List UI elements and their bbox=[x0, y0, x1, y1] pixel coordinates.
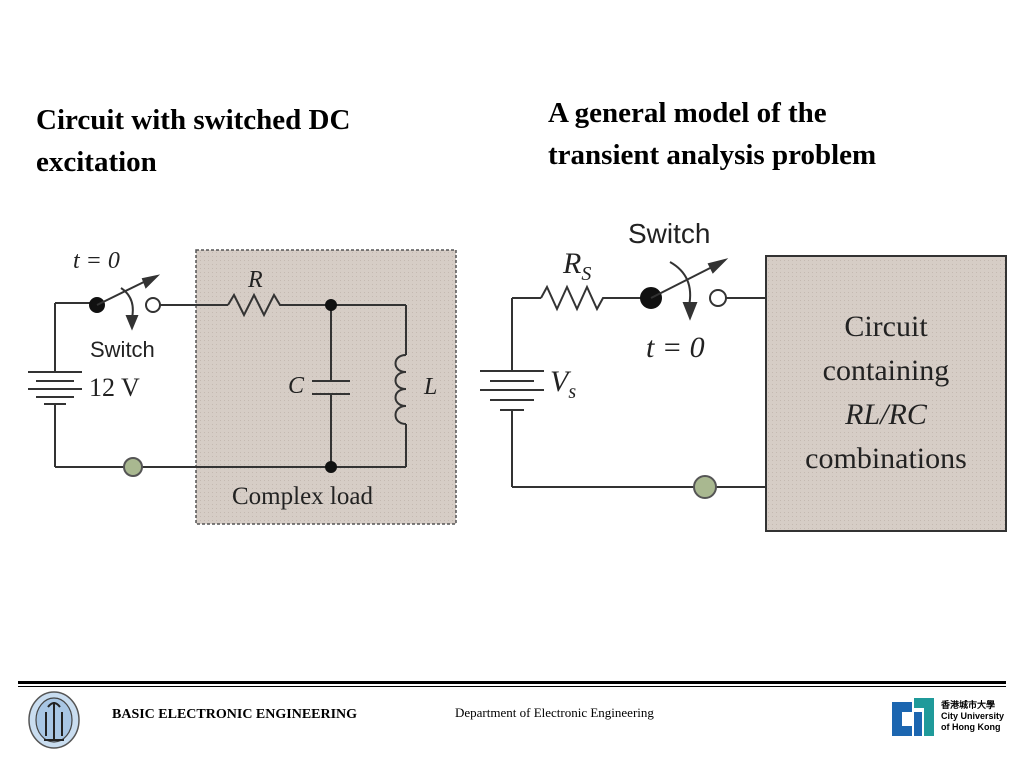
left-resistor bbox=[227, 292, 286, 318]
right-battery bbox=[480, 370, 544, 411]
left-node-top bbox=[325, 299, 337, 311]
right-heading-line-2: transient analysis problem bbox=[548, 139, 877, 171]
city-university-logo bbox=[892, 698, 934, 736]
right-switch-arc-head bbox=[682, 302, 698, 321]
complex-load-box bbox=[195, 249, 457, 525]
right-resistor bbox=[540, 284, 609, 312]
left-terminal bbox=[123, 457, 143, 477]
right-switch-label: Switch bbox=[628, 218, 710, 249]
circuit-box-line-3: RL/RC bbox=[844, 398, 928, 431]
circuit-diagrams: t = 0 Switch 12 V R C L Complex load Swi… bbox=[28, 218, 1007, 532]
left-inductor-label: L bbox=[423, 374, 437, 400]
left-switch-blade-head bbox=[141, 274, 161, 289]
left-node-bottom bbox=[325, 461, 337, 473]
left-switch-blade bbox=[96, 278, 151, 306]
left-circuit bbox=[28, 249, 457, 525]
left-time-label: t = 0 bbox=[73, 248, 120, 274]
department-logo bbox=[28, 691, 80, 749]
course-title: BASIC ELECTRONIC ENGINEERING bbox=[112, 707, 358, 722]
left-heading-line-1: Circuit with switched DC bbox=[36, 104, 351, 136]
left-switch-label: Switch bbox=[90, 337, 155, 362]
right-terminal bbox=[693, 475, 717, 499]
footer-divider-thin bbox=[18, 686, 1006, 687]
circuit-box-line-4: combinations bbox=[805, 442, 967, 475]
left-switch-arc bbox=[120, 287, 134, 319]
circuit-box bbox=[765, 255, 1007, 532]
right-circuit bbox=[480, 255, 1007, 532]
right-heading-line-1: A general model of the bbox=[548, 97, 827, 129]
left-switch-arc-head bbox=[125, 315, 139, 331]
right-switch-blade-head bbox=[707, 258, 729, 274]
right-source-label: Vs bbox=[550, 365, 576, 403]
left-source-label: 12 V bbox=[89, 373, 140, 402]
left-battery bbox=[28, 371, 82, 405]
left-resistor-label: R bbox=[247, 267, 263, 293]
circuit-box-line-2: containing bbox=[823, 354, 950, 387]
right-switch-blade bbox=[650, 263, 719, 299]
university-name: 香港城市大學 City University of Hong Kong bbox=[941, 700, 1004, 733]
right-switch-arc bbox=[669, 261, 692, 307]
right-time-label: t = 0 bbox=[646, 331, 705, 364]
university-name-line-1: City University bbox=[941, 711, 1005, 721]
left-heading: Circuit with switched DC excitation bbox=[36, 99, 456, 183]
footer-divider-thick bbox=[18, 681, 1006, 684]
left-inductor bbox=[394, 354, 407, 425]
department-name: Department of Electronic Engineering bbox=[455, 705, 654, 720]
left-heading-line-2: excitation bbox=[36, 146, 157, 178]
complex-load-label: Complex load bbox=[232, 483, 373, 510]
circuit-box-text: Circuit containing RL/RC combinations bbox=[805, 310, 967, 475]
left-switch-contact bbox=[145, 297, 161, 313]
left-capacitor bbox=[312, 380, 350, 395]
right-resistor-label: RS bbox=[562, 247, 591, 285]
right-heading: A general model of the transient analysi… bbox=[548, 92, 988, 176]
university-name-chinese: 香港城市大學 bbox=[941, 700, 996, 710]
circuit-box-line-1: Circuit bbox=[844, 310, 928, 343]
left-capacitor-label: C bbox=[288, 373, 305, 399]
right-switch-contact bbox=[709, 289, 727, 307]
university-name-line-2: of Hong Kong bbox=[941, 722, 1001, 732]
